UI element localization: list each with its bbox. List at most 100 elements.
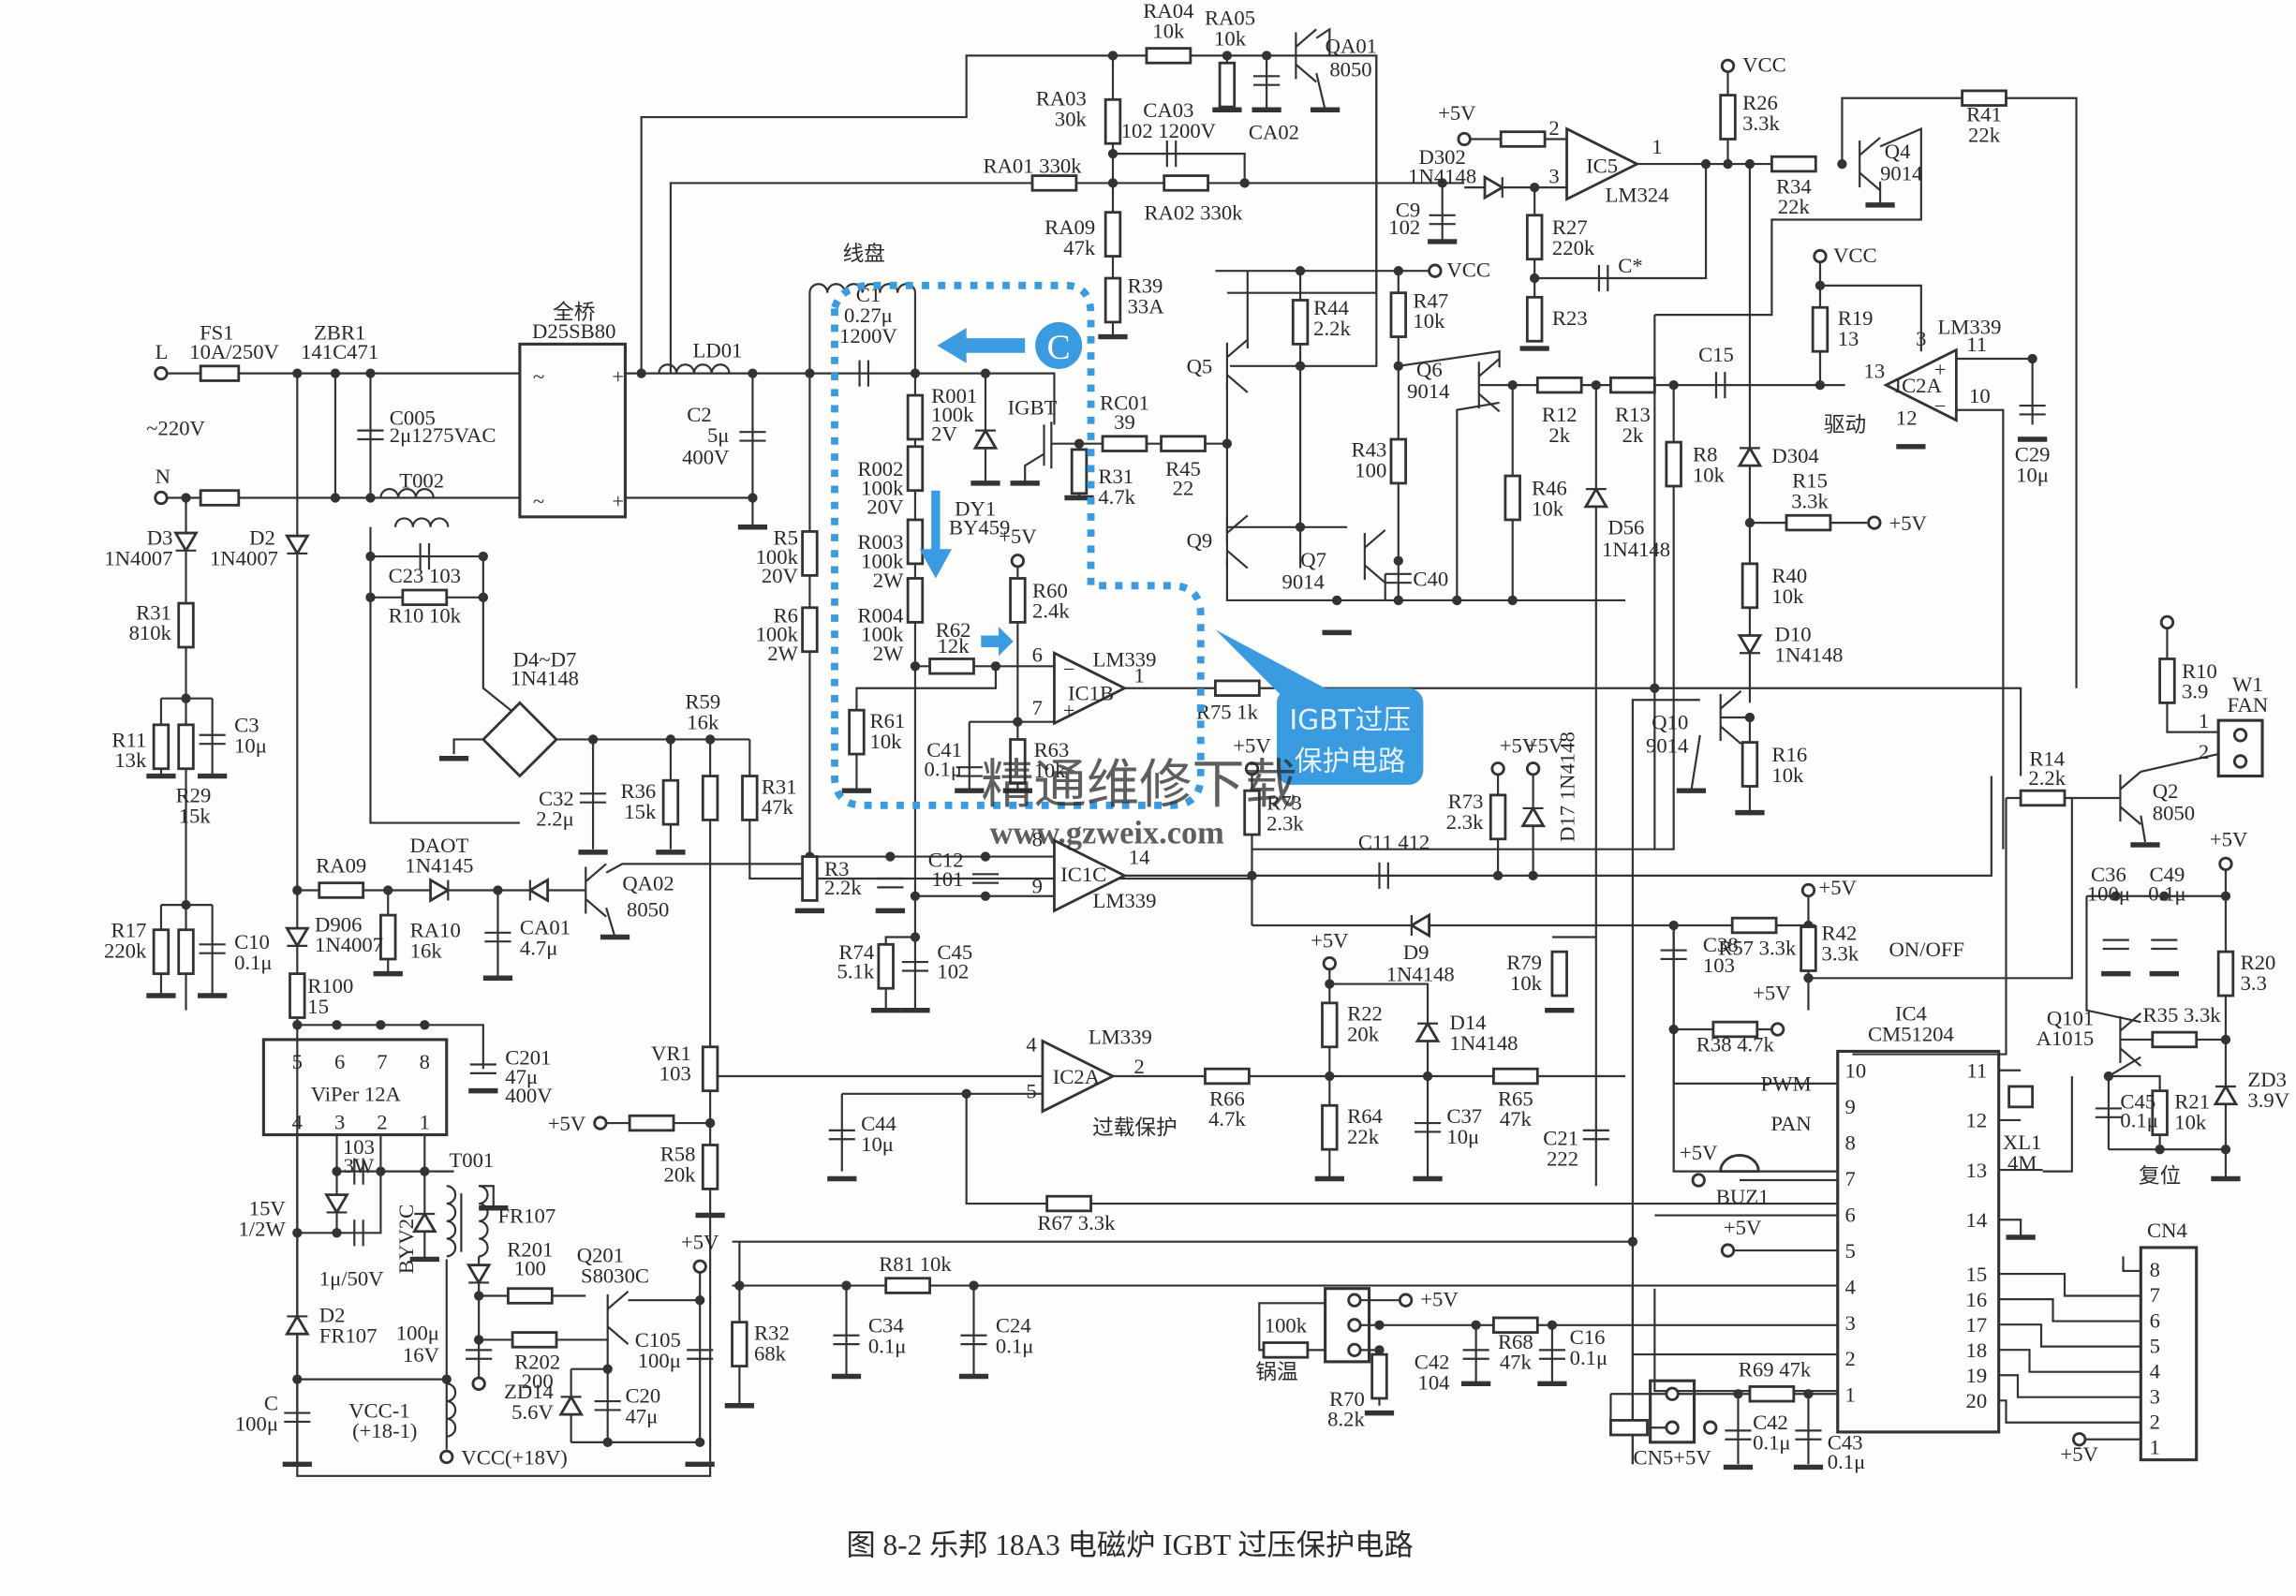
resistor-icon — [1499, 130, 1547, 148]
label-r58: R58 — [660, 1143, 696, 1166]
resistor-icon — [906, 518, 925, 566]
pin-number: 1 — [1652, 135, 1662, 158]
resistor-icon — [801, 855, 819, 902]
label-ic4_v: CM51204 — [1868, 1023, 1954, 1046]
label-r74: R74 — [838, 940, 874, 964]
label-lm339_1b: LM339 — [1093, 647, 1157, 671]
junction-dot — [1107, 51, 1118, 61]
label-r75: R75 1k — [1196, 701, 1259, 724]
junction-dot — [376, 1166, 386, 1176]
wire — [1998, 1323, 2141, 1348]
resistor-icon — [1163, 174, 1209, 192]
pin-number: 3 — [1916, 327, 1926, 350]
junction-dot — [473, 1291, 484, 1301]
label-p5v: +5V — [1724, 1216, 1762, 1239]
resistor-icon — [1104, 97, 1122, 145]
terminal-icon — [439, 1449, 454, 1465]
transistor-emitter — [1226, 549, 1249, 569]
label-q4_v: 9014 — [1880, 161, 1922, 185]
label-c45a: C45 — [937, 940, 972, 964]
ic4-pin-10: 10 — [1845, 1059, 1867, 1083]
label-c21: C21 — [1543, 1127, 1578, 1150]
label-c2_v2: 400V — [682, 446, 730, 469]
junction-dot — [1650, 683, 1660, 693]
cn5-connector — [1649, 1379, 1696, 1444]
label-c37: C37 — [1446, 1104, 1482, 1128]
terminal-icon — [1347, 1342, 1362, 1358]
label-lm339_1c: LM339 — [1093, 889, 1157, 912]
viper-pin-3: 3 — [334, 1110, 345, 1133]
label-cn4: CN4 — [2147, 1219, 2187, 1242]
resistor-icon — [801, 606, 819, 654]
resistor-icon — [2151, 1030, 2199, 1049]
label-r14_v: 2.2k — [2028, 766, 2066, 790]
label-r6_v1: 100k — [756, 623, 799, 646]
pin-number: 12 — [1896, 406, 1918, 429]
label-cstar: C* — [1618, 254, 1642, 277]
junction-dot — [748, 368, 758, 378]
label-r001_v2: 2V — [931, 422, 957, 446]
junction-dot — [841, 1280, 852, 1291]
label-d10: D10 — [1775, 623, 1812, 646]
label-byv2c: BYV2C — [394, 1204, 418, 1274]
label-p5v: +5V — [681, 1230, 719, 1253]
label-c20_v: 47μ — [625, 1405, 658, 1428]
resistor-icon — [1800, 925, 1817, 972]
ic4-pin-11: 11 — [1966, 1059, 1987, 1083]
diode-icon — [1415, 1020, 1441, 1042]
junction-dot — [1471, 1320, 1481, 1330]
label-c32: C32 — [539, 787, 574, 810]
label-r004_v1: 100k — [861, 623, 904, 646]
transistor-emitter — [1859, 171, 1881, 192]
diode-icon — [284, 926, 310, 949]
label-r73a_v: 2.3k — [1267, 811, 1304, 835]
component-labels: LN~220VFS110A/250VZBR1141C471C0052μ1275V… — [104, 0, 2290, 1473]
junction-dot — [383, 885, 393, 895]
terminal-icon — [1800, 882, 1816, 898]
ac-symbol: ~ — [533, 365, 544, 389]
junction-dot — [2027, 353, 2037, 364]
label-c1_v2: 1200V — [839, 324, 897, 347]
label-n: N — [156, 465, 170, 488]
terminal-icon — [1703, 1420, 1718, 1435]
label-d14_v: 1N4148 — [1450, 1031, 1518, 1055]
transistor-collector — [585, 863, 607, 882]
label-c40: C40 — [1413, 567, 1448, 590]
label-r46_v: 10k — [1532, 496, 1564, 520]
terminal-icon — [1347, 1318, 1362, 1333]
label-r004_v2: 2W — [873, 642, 904, 665]
resistor-icon — [1730, 916, 1778, 935]
label-r100_v: 15 — [307, 995, 329, 1018]
label-r45_v: 22 — [1173, 476, 1194, 499]
resistor-icon — [1321, 1103, 1339, 1151]
label-r29: R29 — [176, 784, 212, 807]
label-c20: C20 — [625, 1384, 660, 1408]
label-c9_v: 102 — [1388, 215, 1420, 239]
viper-pin-8: 8 — [420, 1050, 430, 1073]
label-ic5_v: LM324 — [1606, 184, 1669, 207]
label-r40: R40 — [1771, 564, 1807, 587]
label-vcc18: VCC(+18V) — [461, 1445, 567, 1469]
junction-dot — [1803, 1389, 1814, 1399]
diode-icon — [429, 878, 452, 903]
label-reset: 复位 — [2139, 1164, 2181, 1188]
junction-dot — [1530, 182, 1540, 193]
label-r46: R46 — [1532, 476, 1567, 499]
label-r42: R42 — [1822, 922, 1858, 945]
ic4-pin-2: 2 — [1845, 1347, 1856, 1370]
label-r19: R19 — [1838, 306, 1874, 330]
label-ra02: RA02 330k — [1144, 200, 1243, 224]
diode-icon — [1520, 805, 1546, 828]
resistor-icon — [1504, 474, 1521, 522]
junction-dot — [910, 891, 921, 901]
callout-pointer — [1215, 629, 1326, 703]
callout-box — [1277, 687, 1424, 785]
label-r47_v: 10k — [1413, 309, 1445, 332]
label-r69: R69 47k — [1739, 1358, 1812, 1382]
label-ra09b: RA09 — [316, 854, 366, 878]
label-r5_v2: 20V — [762, 564, 799, 587]
resistor-icon — [1101, 435, 1148, 452]
junction-dot — [602, 1364, 613, 1374]
junction-dot — [969, 1280, 979, 1291]
junction-dot — [365, 493, 376, 503]
